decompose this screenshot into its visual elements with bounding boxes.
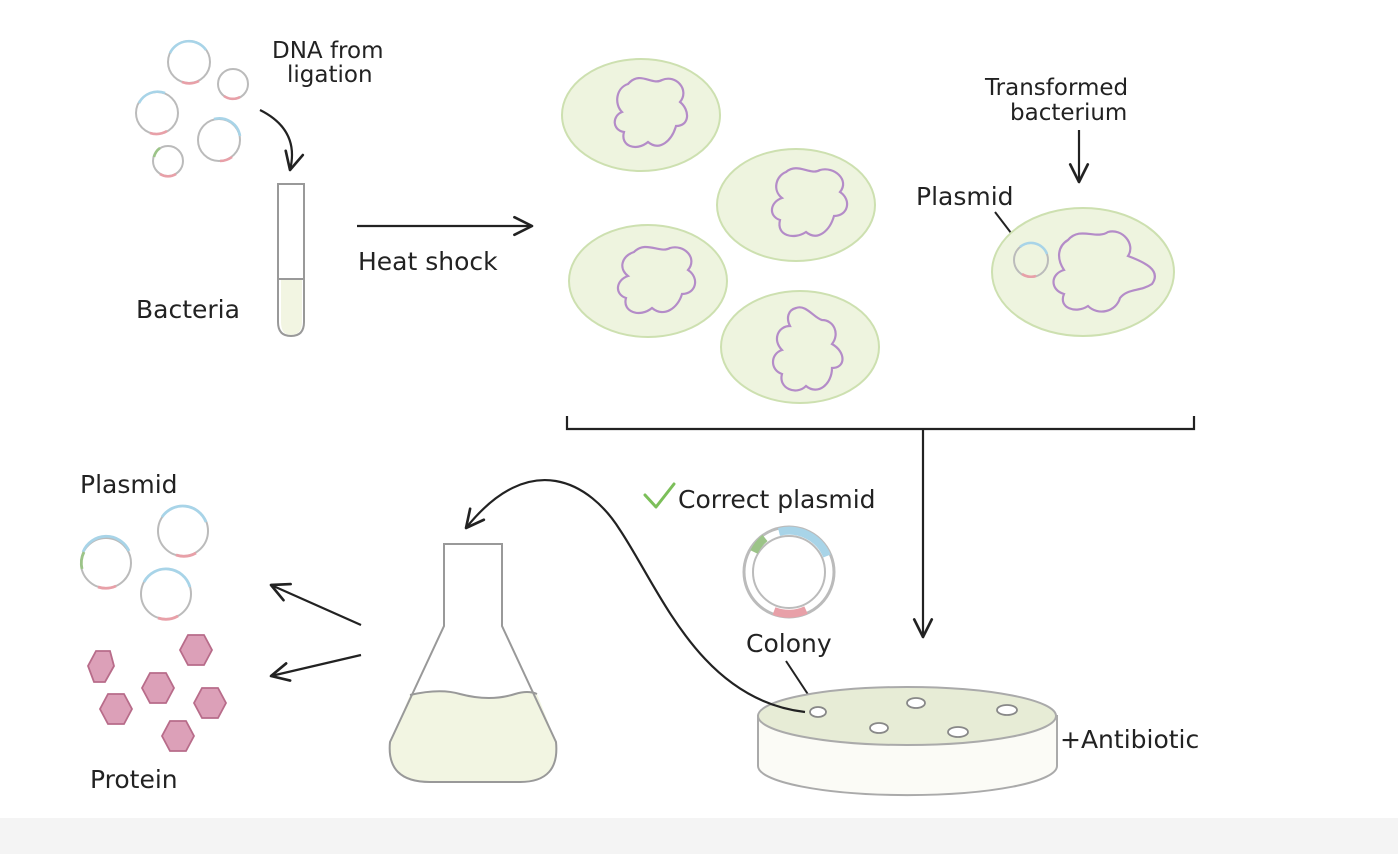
protein-label: Protein [90, 765, 178, 794]
plasmid-icon [1013, 241, 1049, 278]
colony [947, 726, 969, 738]
antibiotic-label: +Antibiotic [1060, 725, 1199, 754]
plasmid-icon [79, 534, 132, 590]
pooling-bracket [565, 416, 1196, 431]
plasmid-small [135, 90, 179, 136]
transformed-label-line2: bacterium [1010, 100, 1127, 126]
bacterial-cell [716, 148, 876, 262]
dna-label-line1: DNA from [272, 38, 384, 64]
bacterial-cells [561, 58, 880, 404]
protein-hexagon [192, 687, 228, 719]
bacteria-label: Bacteria [136, 295, 240, 324]
transformed-cell [991, 207, 1175, 337]
plasmid-small [152, 145, 184, 178]
plasmid-small [167, 39, 211, 85]
colony-to-flask-arrow [464, 478, 806, 714]
ligation-plasmids [135, 39, 249, 178]
colony [996, 704, 1018, 716]
transformed-label-line1: Transformed [984, 75, 1128, 101]
bacterial-cell [561, 58, 721, 172]
plasmid-small [217, 68, 249, 101]
plasmid-top-label: Plasmid [916, 182, 1014, 211]
dna-to-tube-arrow [259, 109, 305, 172]
colony [869, 722, 889, 734]
protein-molecules [87, 634, 228, 752]
bacterial-cell [720, 290, 880, 404]
protein-hexagon [178, 634, 214, 666]
plasmid-left-label: Plasmid [80, 470, 178, 499]
check-icon [643, 482, 676, 509]
colony [809, 706, 827, 718]
flask-to-plasmid-arrow [269, 582, 362, 627]
protein-hexagon [140, 672, 176, 704]
colony [906, 697, 926, 709]
petri-plate [757, 686, 1058, 797]
test-tube [277, 183, 305, 338]
protein-hexagon [160, 720, 196, 752]
heat-shock-label: Heat shock [358, 247, 498, 276]
bottom-strip [0, 818, 1398, 854]
flask-to-protein-arrow [269, 653, 362, 682]
erlenmeyer-flask [388, 543, 558, 783]
plasmid-small [197, 117, 242, 163]
correct-plasmid-icon [742, 525, 836, 619]
correct-plasmid-label: Correct plasmid [678, 485, 876, 514]
bacterial-colonies [809, 697, 1018, 738]
plasmid-icon [157, 504, 209, 558]
protein-hexagon [98, 693, 134, 725]
protein-hexagon [87, 650, 115, 683]
colony-label: Colony [746, 629, 832, 658]
plasmid-icon [140, 567, 192, 621]
dna-label-line2: ligation [287, 62, 373, 88]
bacterial-cell [568, 224, 728, 338]
purified-plasmids [79, 504, 209, 621]
